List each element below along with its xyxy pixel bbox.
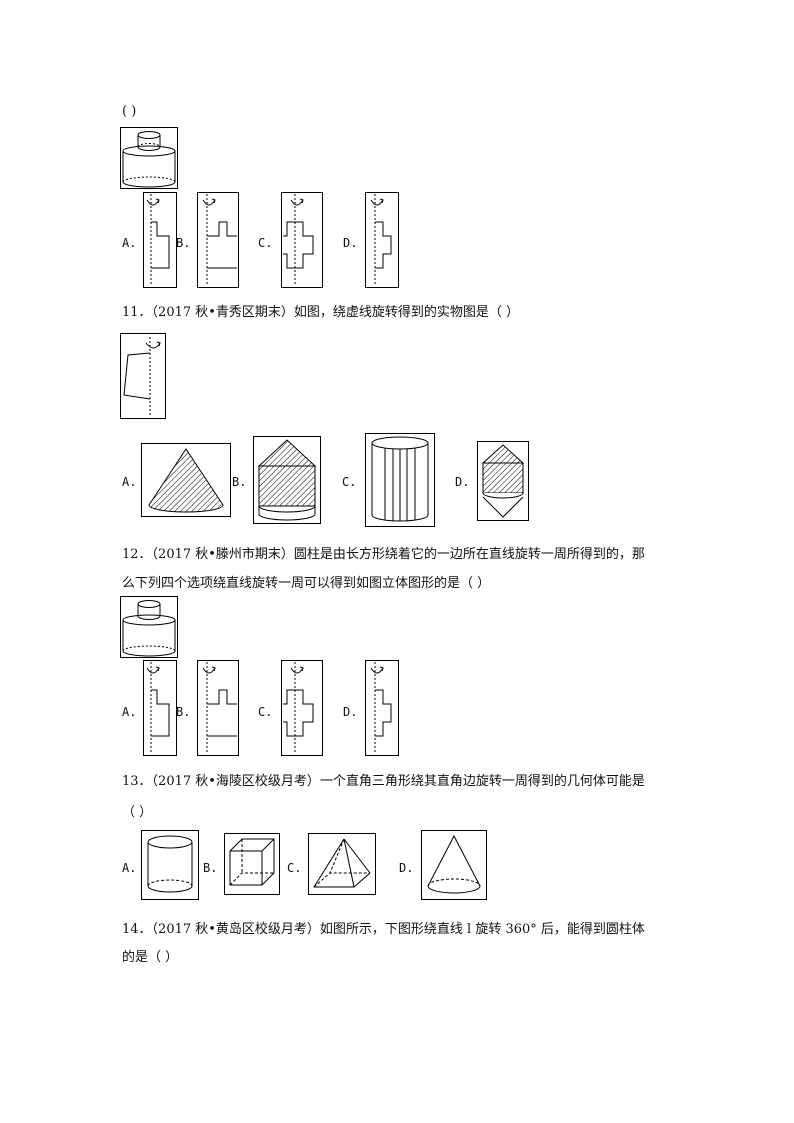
q10-option-d-figure[interactable] xyxy=(365,192,399,288)
q13-option-d-label: D. xyxy=(399,861,414,875)
q10-option-b-label: B. xyxy=(176,236,191,250)
q11-stem-figure xyxy=(120,333,166,419)
q13-question-line2: （ ） xyxy=(122,805,153,820)
q10-option-a-figure[interactable] xyxy=(143,192,177,288)
q10-stem-figure xyxy=(120,127,178,189)
cylinder-icon[interactable] xyxy=(141,830,199,900)
q12-option-a-figure[interactable] xyxy=(143,660,177,756)
q12-option-b-label: B. xyxy=(176,705,191,719)
q12-question-line1: 12．（2017 秋•滕州市期末）圆柱是由长方形绕着它的一边所在直线旋转一周所得… xyxy=(122,547,645,562)
q10-option-c-figure[interactable] xyxy=(281,192,323,288)
q13-option-a-label: A. xyxy=(122,861,137,875)
q10-option-c-label: C. xyxy=(258,236,273,250)
q11-option-d-figure[interactable] xyxy=(477,441,529,521)
q12-question-line2: 么下列四个选项绕直线旋转一周可以得到如图立体图形的是（ ） xyxy=(122,576,491,591)
q12-stem-figure xyxy=(120,596,178,658)
pyramid-icon[interactable] xyxy=(308,833,376,895)
q11-question-text: 11．（2017 秋•青秀区期末）如图，绕虚线旋转得到的实物图是（ ） xyxy=(122,305,520,320)
q11-option-b-figure[interactable] xyxy=(253,436,321,524)
q13-option-c-label: C. xyxy=(287,861,302,875)
q12-option-d-label: D. xyxy=(343,705,358,719)
q11-option-a-figure[interactable] xyxy=(141,443,231,517)
q10-option-d-label: D. xyxy=(343,236,358,250)
q12-option-c-label: C. xyxy=(258,705,273,719)
q14-question-line1: 14．（2017 秋•黄岛区校级月考）如图所示，下图形绕直线 l 旋转 360°… xyxy=(122,922,645,937)
q11-option-a-label: A. xyxy=(122,475,137,489)
q13-option-b-label: B. xyxy=(203,861,218,875)
q11-option-c-figure[interactable] xyxy=(365,433,435,527)
q11-option-b-label: B. xyxy=(232,475,247,489)
cone-icon[interactable] xyxy=(421,830,487,900)
q12-option-a-label: A. xyxy=(122,705,137,719)
q12-option-c-figure[interactable] xyxy=(281,660,323,756)
q10-option-a-label: A. xyxy=(122,236,137,250)
q10-answer-blank: ( ) xyxy=(122,104,137,119)
cube-icon[interactable] xyxy=(224,833,280,895)
q14-question-line2: 的是（ ） xyxy=(122,950,179,965)
q10-option-b-figure[interactable] xyxy=(197,192,239,288)
q11-option-d-label: D. xyxy=(455,475,470,489)
q12-option-d-figure[interactable] xyxy=(365,660,399,756)
q11-option-c-label: C. xyxy=(342,475,357,489)
q13-question-line1: 13．（2017 秋•海陵区校级月考）一个直角三角形绕其直角边旋转一周得到的几何… xyxy=(122,774,645,789)
q12-option-b-figure[interactable] xyxy=(197,660,239,756)
